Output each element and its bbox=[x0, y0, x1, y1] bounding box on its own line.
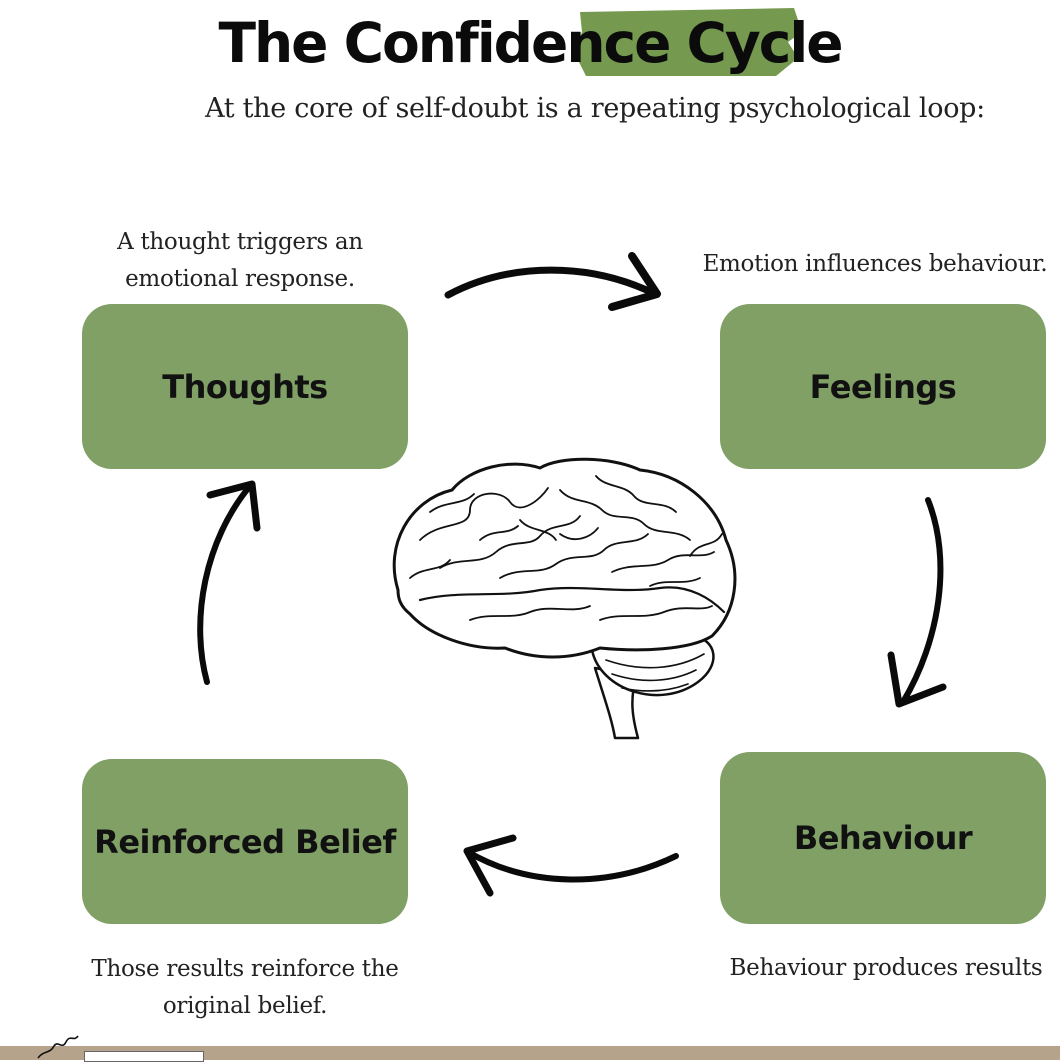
arrowhead-right bbox=[887, 651, 947, 708]
title-highlight-brush bbox=[574, 8, 803, 76]
arrowhead-left bbox=[206, 480, 261, 532]
title-text: The Confidence Cycle bbox=[218, 11, 843, 75]
caption-thoughts: A thought triggers an emotional response… bbox=[90, 224, 390, 298]
caption-belief: Those results reinforce the original bel… bbox=[70, 951, 420, 1025]
caption-thoughts-line2: emotional response. bbox=[125, 266, 355, 292]
node-behaviour-label: Behaviour bbox=[793, 819, 973, 857]
node-feelings-label: Feelings bbox=[809, 367, 957, 406]
arrowhead-bottom bbox=[463, 834, 517, 897]
caption-belief-line2: original belief. bbox=[162, 993, 328, 1019]
arrow-feelings-to-behaviour bbox=[900, 497, 944, 705]
cerebrum bbox=[392, 457, 737, 659]
caption-behaviour: Behaviour produces results bbox=[729, 955, 1043, 981]
arrow-behaviour-to-belief bbox=[465, 849, 679, 883]
page-title: The Confidence Cycle bbox=[218, 8, 844, 78]
signature-mark bbox=[37, 1035, 79, 1059]
title-wrap: The Confidence Cycle bbox=[0, 8, 1060, 78]
node-thoughts-label: Thoughts bbox=[162, 367, 328, 406]
caption-feelings: Emotion influences behaviour. bbox=[702, 251, 1048, 277]
node-reinforced-belief: Reinforced Belief bbox=[82, 759, 408, 924]
subtitle: At the core of self-doubt is a repeating… bbox=[205, 93, 985, 124]
brain-illustration bbox=[392, 457, 737, 740]
node-feelings: Feelings bbox=[720, 304, 1046, 469]
node-belief-label: Reinforced Belief bbox=[94, 822, 396, 861]
arrowhead-top bbox=[608, 252, 661, 311]
node-behaviour: Behaviour bbox=[720, 752, 1046, 924]
arrow-belief-to-thoughts bbox=[197, 483, 253, 685]
node-thoughts: Thoughts bbox=[82, 304, 408, 469]
arrow-thoughts-to-feelings bbox=[444, 266, 659, 299]
caption-thoughts-line1: A thought triggers an bbox=[117, 229, 363, 255]
caption-belief-line1: Those results reinforce the bbox=[91, 956, 399, 982]
bottom-bar bbox=[0, 1046, 1060, 1060]
